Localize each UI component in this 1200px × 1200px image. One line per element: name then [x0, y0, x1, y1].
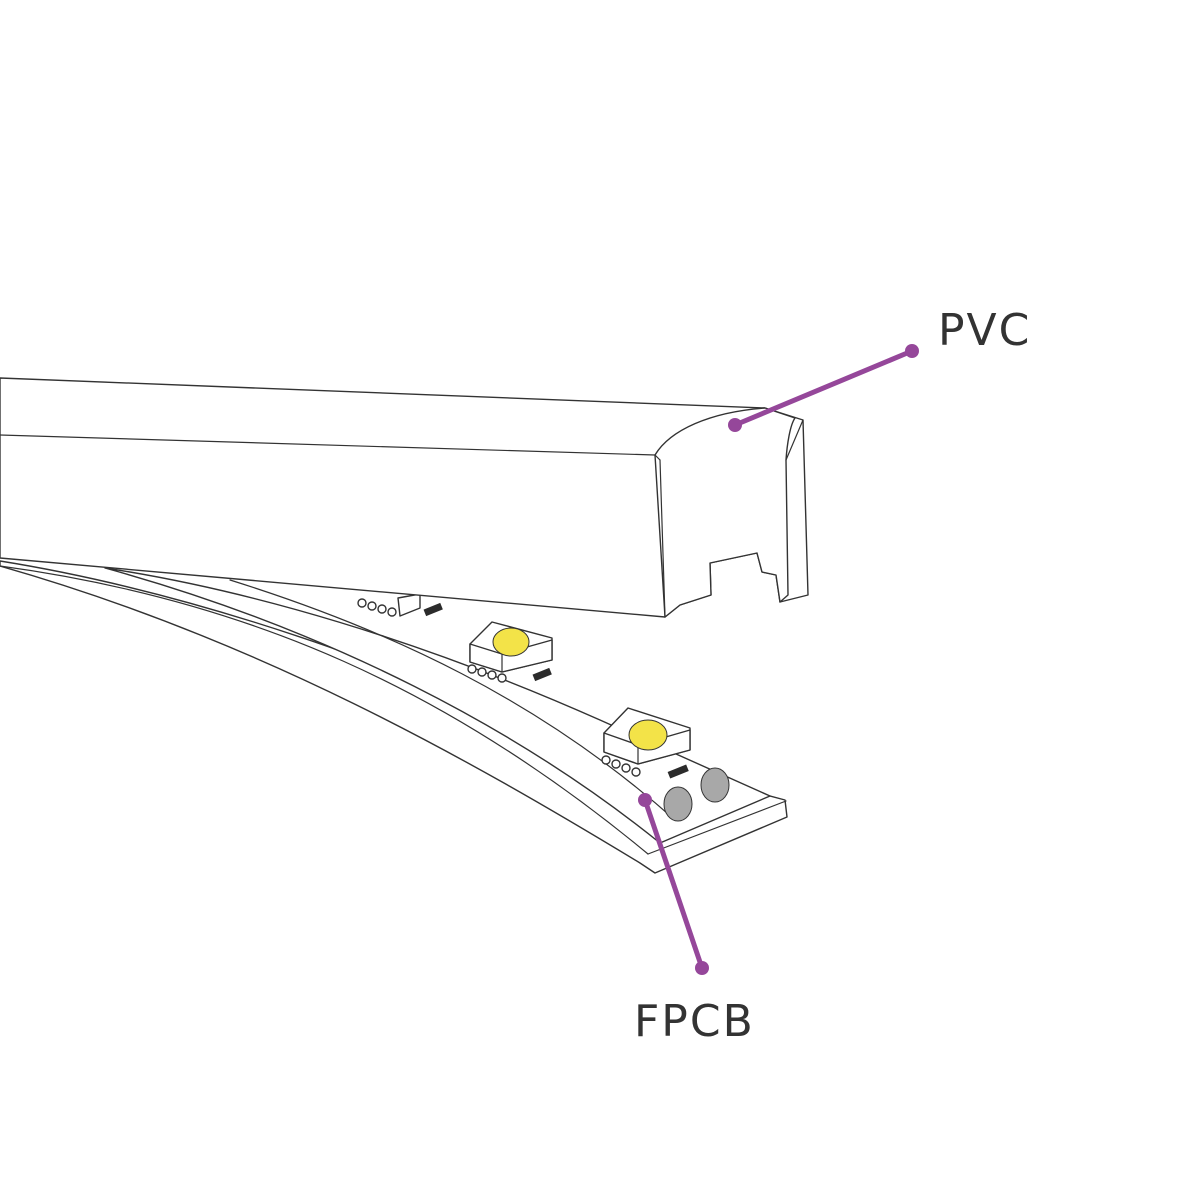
- led-emitter-2: [628, 719, 668, 751]
- pvc-cover: [0, 377, 809, 618]
- resistor-1: [423, 602, 443, 617]
- fpcb-body: [0, 560, 788, 874]
- pvc-leader: [728, 344, 919, 432]
- fpcb-inner-edge: [0, 565, 649, 855]
- led-chip-2: [601, 707, 691, 777]
- resistor-2: [532, 667, 552, 682]
- led-chip-1: [467, 621, 553, 683]
- pvc-top-edge: [0, 434, 656, 456]
- fpcb-board-rail: [229, 579, 676, 821]
- fpcb-leader: [638, 793, 709, 975]
- led-emitter-1: [492, 627, 530, 657]
- solder-pad-2: [700, 767, 730, 803]
- pvc-end-cap: [654, 407, 796, 618]
- pvc-leader-dot-start: [728, 418, 742, 432]
- fpcb-front-edge: [647, 800, 787, 855]
- fpcb-leader-dot-start: [638, 793, 652, 807]
- solder-pad-1: [663, 786, 693, 822]
- pvc-leader-dot-end: [905, 344, 919, 358]
- pvc-label: PVC: [938, 305, 1032, 356]
- resistor-3: [667, 764, 689, 779]
- fpcb-leader-dot-end: [695, 961, 709, 975]
- fpcb-label: FPCB: [634, 996, 755, 1047]
- led-chip-hidden: [357, 593, 421, 617]
